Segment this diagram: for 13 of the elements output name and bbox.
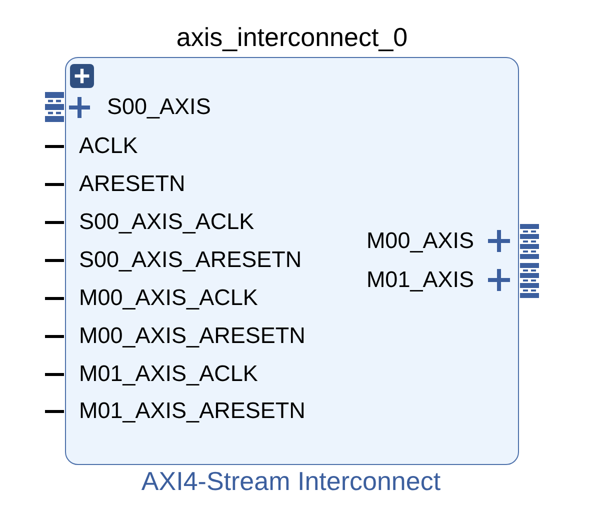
pin-label: M01_AXIS (366, 267, 474, 293)
pin-label: ARESETN (79, 171, 186, 197)
block-title: axis_interconnect_0 (176, 23, 408, 53)
pin-label: M01_AXIS_ARESETN (79, 398, 306, 424)
pin-label: S00_AXIS_ARESETN (79, 247, 302, 273)
pin-label: M00_AXIS_ARESETN (79, 323, 306, 349)
block-type-label: AXI4-Stream Interconnect (141, 467, 441, 497)
pin-label: S00_AXIS (107, 94, 211, 120)
pin-label: M00_AXIS_ACLK (79, 285, 258, 311)
pin-label: S00_AXIS_ACLK (79, 209, 254, 235)
pin-label: M00_AXIS (366, 228, 474, 254)
pin-label: M01_AXIS_ACLK (79, 361, 258, 387)
pin-label: ACLK (79, 133, 138, 159)
